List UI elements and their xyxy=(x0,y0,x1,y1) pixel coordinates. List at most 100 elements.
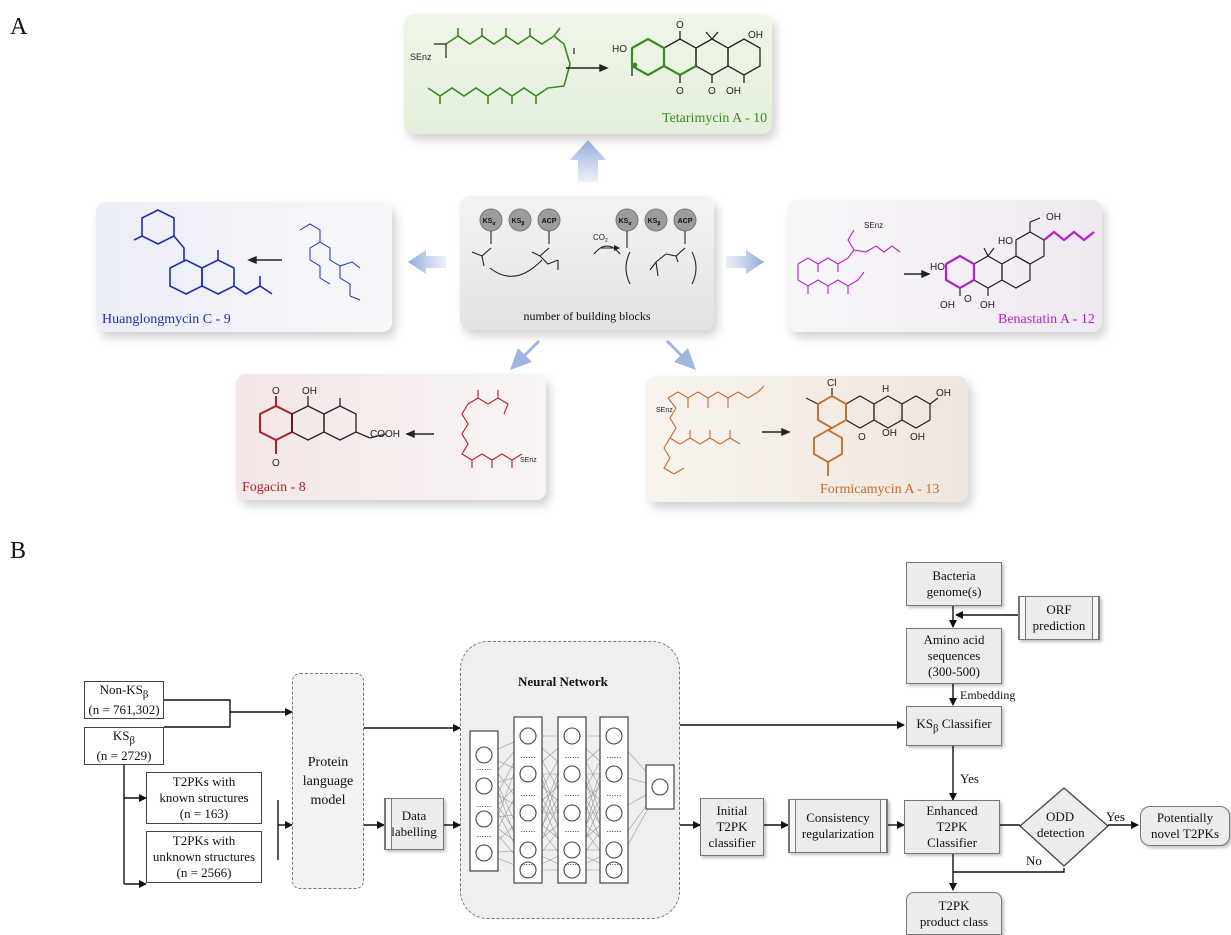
formicamycin-atom-cl: Cl xyxy=(827,378,836,389)
fogacin-structure: SEnz OH COOH O O xyxy=(259,386,537,469)
tetarimycin-atom-oh-1: OH xyxy=(748,30,763,41)
card-formicamycin: SEnz Cl H OH O OH OH Formicamycin A - 13 xyxy=(646,376,968,502)
benastatin-atom-oh-2: OH xyxy=(940,300,955,311)
nn-node-l1-n1 xyxy=(519,765,537,783)
node-ks-alpha-1: KSα xyxy=(483,218,497,227)
ks-sub: β xyxy=(129,734,136,747)
fogacin-label: Fogacin - 8 xyxy=(242,480,306,495)
initial-l3: classifier xyxy=(708,835,756,850)
unknown-structures-box: T2PKs with unknown structures (n = 2566) xyxy=(146,831,262,883)
formicamycin-label: Formicamycin A - 13 xyxy=(820,482,940,497)
nn-node-l2-n2 xyxy=(563,804,581,822)
ks-line1: KS xyxy=(112,727,130,743)
card-tetarimycin: SEnz HO OH OH O O O Tetarimycin A - 10 xyxy=(404,14,772,134)
formicamycin-atom-oh-3: OH xyxy=(910,432,925,443)
nn-node-l3-n4 xyxy=(605,861,623,879)
novel-l2: novel T2PKs xyxy=(1150,826,1219,841)
node-ks-alpha-2: KSα xyxy=(619,218,633,227)
node-ks-beta-2: KSβ xyxy=(648,218,661,227)
known-l2: known structures xyxy=(159,790,249,805)
plm-l2: language xyxy=(302,773,354,789)
svg-text:......: ...... xyxy=(564,750,579,760)
nn-node-l2-n3 xyxy=(563,841,581,859)
tetarimycin-label: Tetarimycin A - 10 xyxy=(662,111,768,126)
center-co2: CO2 xyxy=(593,233,608,244)
ks-beta-box: KSβ (n = 2729) xyxy=(84,727,164,765)
benastatin-atom-oh-1: OH xyxy=(1046,212,1061,223)
fogacin-atom-oh: OH xyxy=(302,386,317,397)
data-labelling-l2: labelling xyxy=(391,824,437,839)
arrow-bottom-right xyxy=(666,340,696,370)
formicamycin-atom-o: O xyxy=(858,432,866,443)
no-label: No xyxy=(1026,853,1042,868)
huanglongmycin-structure xyxy=(133,209,361,301)
amino-l2: sequences xyxy=(927,648,981,663)
huanglongmycin-label: Huanglongmycin C - 9 xyxy=(102,312,231,327)
orf-prediction-box: ORF prediction xyxy=(1018,596,1100,640)
nn-node-l2-n1 xyxy=(563,765,581,783)
card-center: KSα KSβ ACP KSα KSβ ACP CO2 number of b xyxy=(460,196,714,330)
plm-l1: Protein xyxy=(307,754,349,770)
odd-detection-diamond xyxy=(1019,787,1109,867)
nn-node-l0-n1 xyxy=(475,777,493,795)
svg-text:......: ...... xyxy=(476,799,491,809)
arrow-up xyxy=(570,140,606,182)
nn-node-l1-n0 xyxy=(519,727,537,745)
tetarimycin-atom-o-1: O xyxy=(676,20,684,31)
nn-node-l0-n2 xyxy=(475,810,493,828)
non-ks-line2: (n = 761,302) xyxy=(88,702,160,718)
enhanced-l1: Enhanced xyxy=(926,803,978,818)
fogacin-atom-o-2: O xyxy=(272,458,280,469)
panel-a-letter: A xyxy=(10,14,28,40)
card-benastatin: SEnz OH HO HO OH OH O Benastatin A - 12 xyxy=(788,200,1102,332)
benastatin-senz: SEnz xyxy=(864,221,883,230)
enhanced-l2: T2PK xyxy=(936,819,968,834)
nn-node-l3-n1 xyxy=(605,765,623,783)
neural-network-title: Neural Network xyxy=(518,674,608,689)
amino-l1: Amino acid xyxy=(923,632,985,647)
tetarimycin-atom-oh-2: OH xyxy=(726,86,741,97)
svg-text:......: ...... xyxy=(520,788,535,798)
known-l3: (n = 163) xyxy=(179,806,229,821)
svg-text:......: ...... xyxy=(606,750,621,760)
arrow-bottom-left xyxy=(510,340,540,370)
neural-network-diagram: .................. .....................… xyxy=(469,716,675,884)
nn-node-l2-n4 xyxy=(563,861,581,879)
tetarimycin-atom-ho: HO xyxy=(612,44,627,55)
enhanced-l3: Classifier xyxy=(927,835,977,850)
fogacin-atom-cooh: COOH xyxy=(370,429,400,440)
formicamycin-atom-oh-2: OH xyxy=(882,428,897,439)
benastatin-atom-ho-2: HO xyxy=(930,262,945,273)
bacteria-genome-box: Bacteria genome(s) xyxy=(906,562,1002,606)
orf-l2: prediction xyxy=(1032,618,1086,633)
svg-text:......: ...... xyxy=(476,829,491,839)
tetarimycin-senz: SEnz xyxy=(410,52,432,62)
ks-classifier-l1: KS xyxy=(916,715,934,731)
consistency-l2: regularization xyxy=(801,826,875,841)
benastatin-atom-o: O xyxy=(964,294,972,305)
tetarimycin-atom-o-2: O xyxy=(676,86,684,97)
nn-node-l3-n3 xyxy=(605,841,623,859)
plm-l3: model xyxy=(310,792,346,808)
non-ks-line1: Non-KS xyxy=(99,681,143,697)
data-labelling-box: Data labelling xyxy=(384,798,444,850)
non-ks-beta-box: Non-KSβ (n = 761,302) xyxy=(84,681,164,719)
nn-node-l1-n3 xyxy=(519,841,537,859)
odd-l1: ODD xyxy=(1046,809,1075,824)
data-labelling-l1: Data xyxy=(401,808,427,823)
tetarimycin-structure: SEnz HO OH OH O O O xyxy=(410,20,763,104)
initial-l2: T2PK xyxy=(716,819,748,834)
enhanced-t2pk-classifier-box: Enhanced T2PK Classifier xyxy=(904,800,1000,854)
embedding-label: Embedding xyxy=(960,688,1016,702)
ks-line2: (n = 2729) xyxy=(96,748,152,764)
svg-text:......: ...... xyxy=(520,857,535,867)
nn-node-l1-n4 xyxy=(519,861,537,879)
odd-l2: detection xyxy=(1037,825,1085,840)
panel-b-letter: B xyxy=(10,538,27,564)
nn-node-l4-n0 xyxy=(651,778,669,796)
product-l1: T2PK xyxy=(938,897,970,913)
nn-node-l2-n0 xyxy=(563,727,581,745)
tetarimycin-atom-o-3: O xyxy=(708,86,716,97)
node-acp-1: ACP xyxy=(542,218,557,225)
initial-l1: Initial xyxy=(716,803,748,818)
